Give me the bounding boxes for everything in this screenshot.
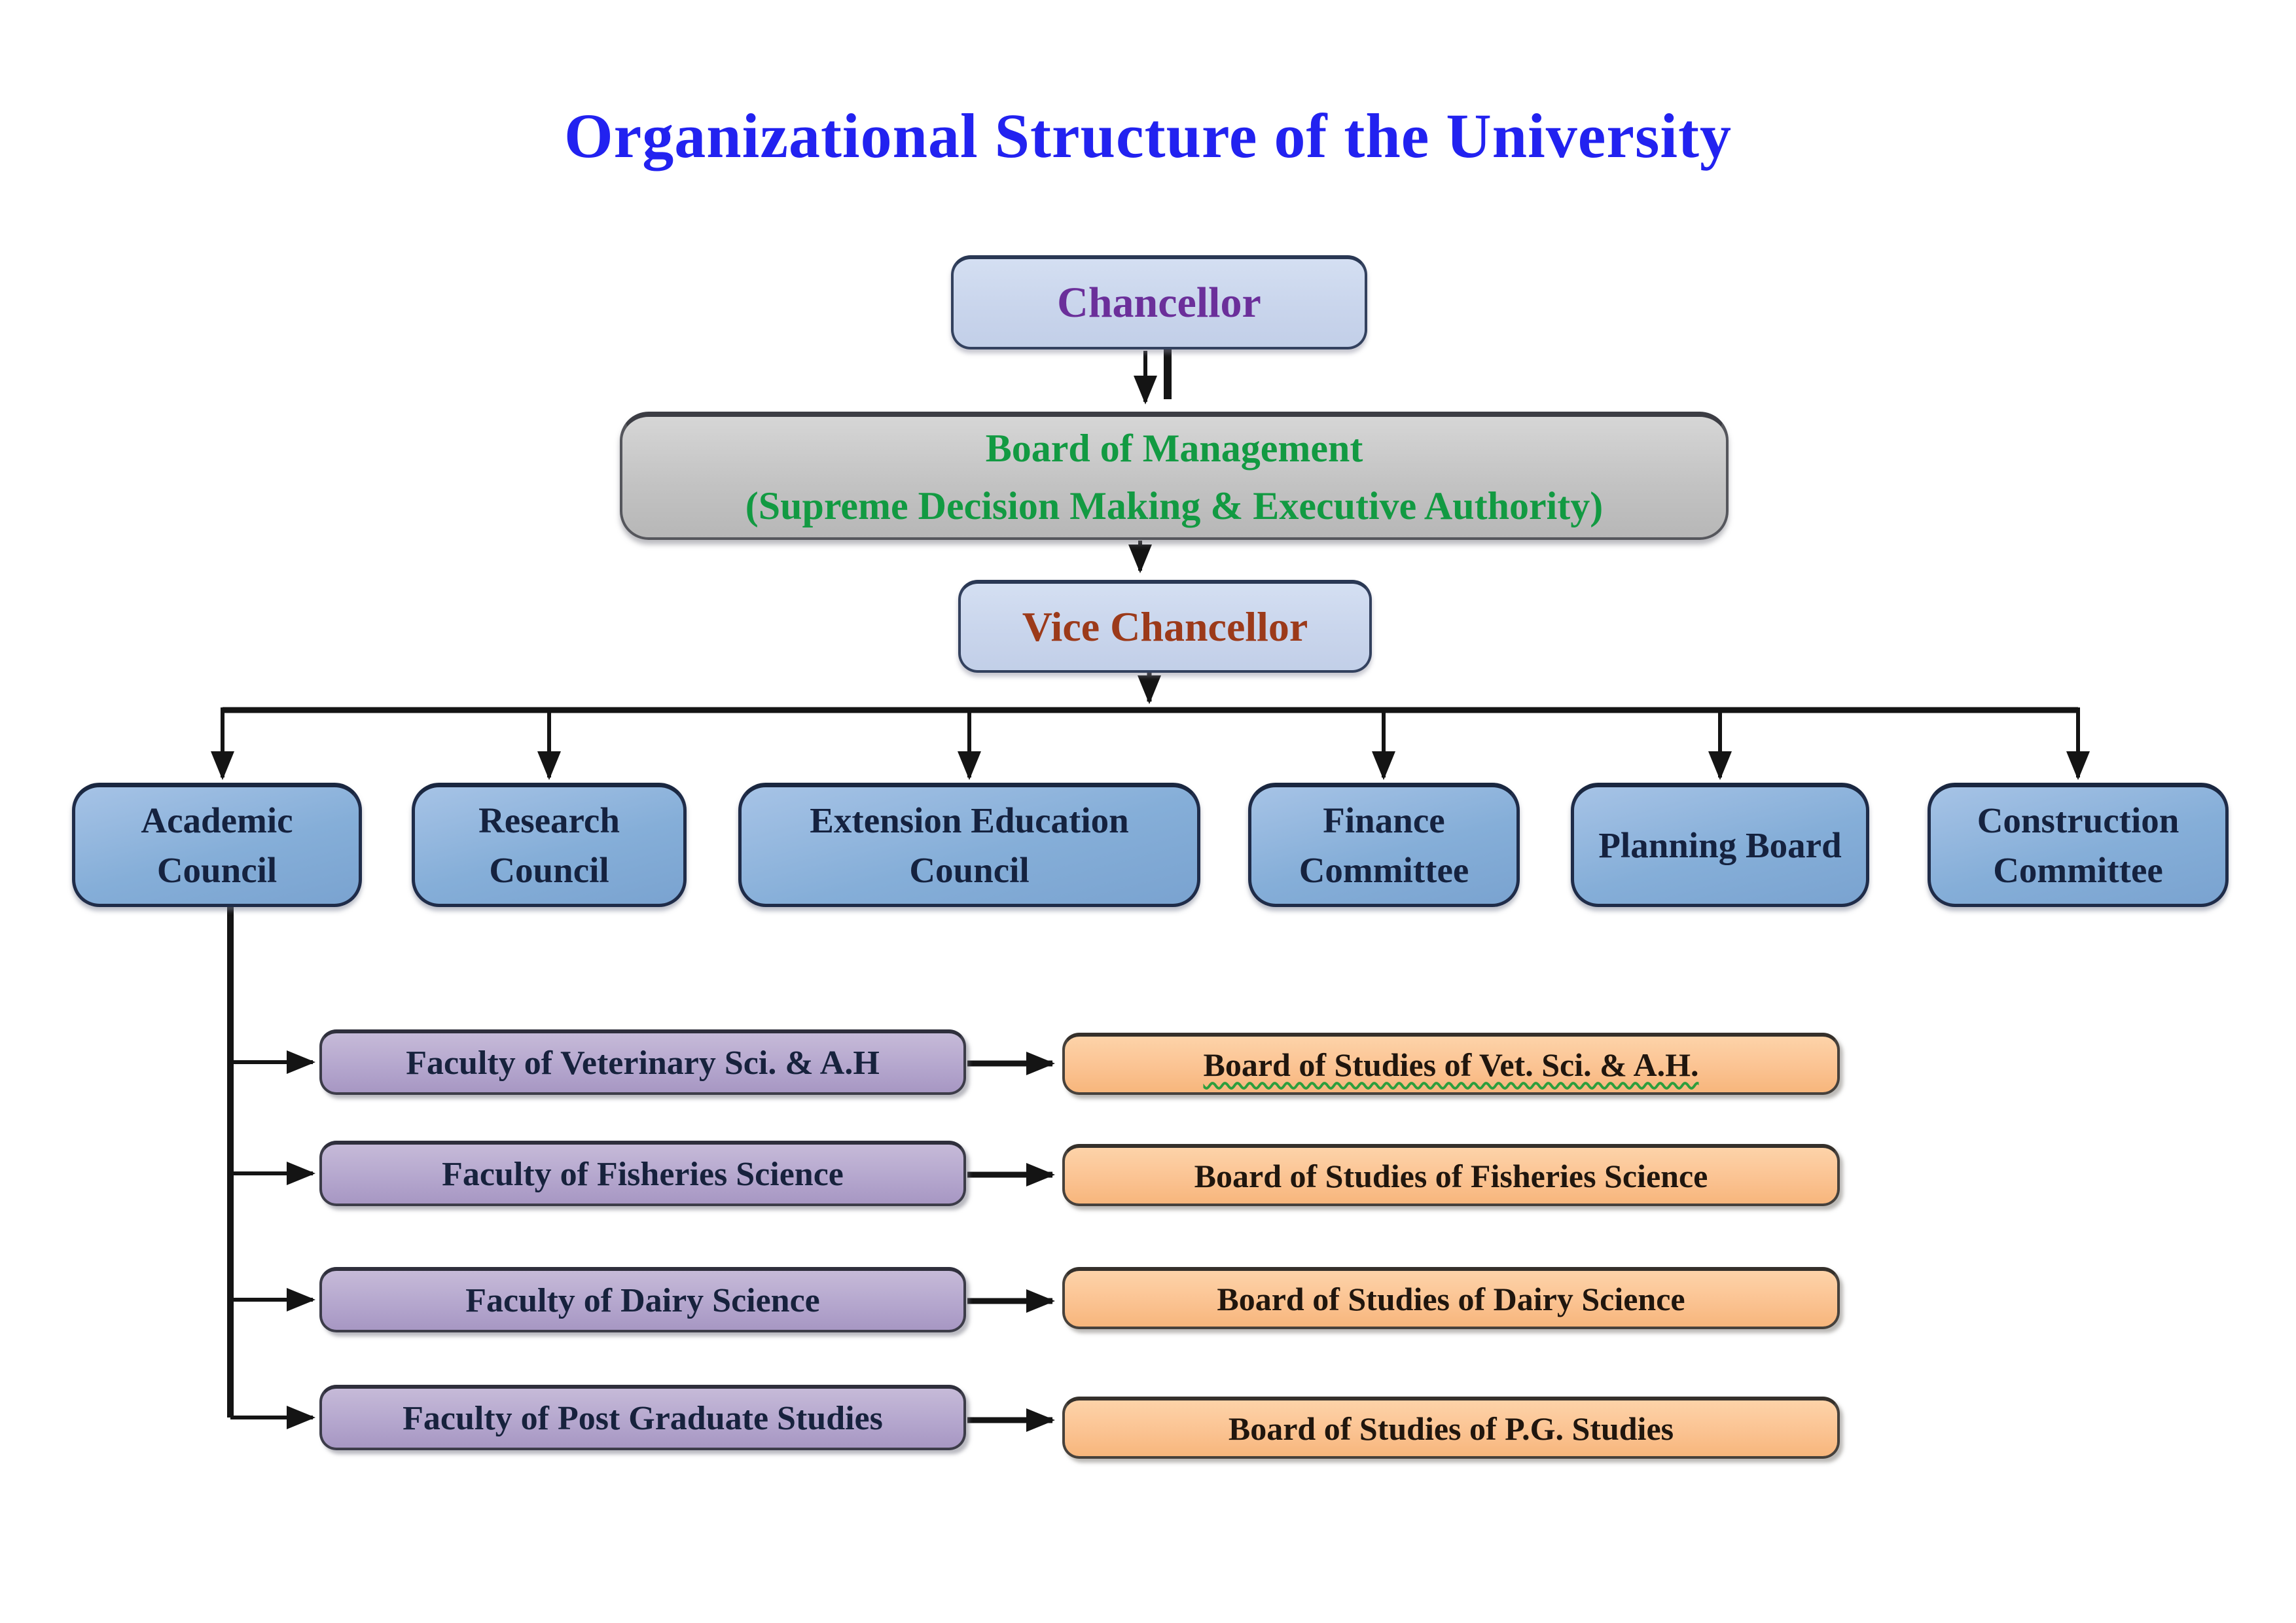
node-board-of-management: Board of Management (Supreme Decision Ma… xyxy=(620,412,1729,540)
faculty-veterinary-label: Faculty of Veterinary Sci. & A.H xyxy=(406,1044,880,1082)
node-academic-council: Academic Council xyxy=(72,783,362,907)
node-finance-committee: Finance Committee xyxy=(1248,783,1520,907)
board-of-management-subtitle: (Supreme Decision Making & Executive Aut… xyxy=(745,484,1604,527)
node-vice-chancellor: Vice Chancellor xyxy=(958,580,1372,673)
extension-education-council-label: Extension Education Council xyxy=(810,800,1129,890)
faculty-dairy-label: Faculty of Dairy Science xyxy=(465,1281,820,1319)
node-bos-post-graduate: Board of Studies of P.G. Studies xyxy=(1062,1397,1840,1459)
faculty-post-graduate-label: Faculty of Post Graduate Studies xyxy=(403,1399,883,1437)
faculty-fisheries-label: Faculty of Fisheries Science xyxy=(442,1155,844,1193)
node-faculty-veterinary: Faculty of Veterinary Sci. & A.H xyxy=(319,1029,966,1095)
research-council-label: Research Council xyxy=(478,800,620,890)
board-of-management-title: Board of Management xyxy=(985,427,1363,470)
bos-post-graduate-label: Board of Studies of P.G. Studies xyxy=(1228,1410,1674,1447)
bos-fisheries-label: Board of Studies of Fisheries Science xyxy=(1194,1157,1708,1194)
construction-committee-label: Construction Committee xyxy=(1977,800,2179,890)
planning-board-label: Planning Board xyxy=(1598,825,1842,865)
node-construction-committee: Construction Committee xyxy=(1928,783,2229,907)
page-title: Organizational Structure of the Universi… xyxy=(564,101,1732,171)
node-faculty-dairy: Faculty of Dairy Science xyxy=(319,1267,966,1332)
node-planning-board: Planning Board xyxy=(1571,783,1869,907)
node-chancellor: Chancellor xyxy=(951,255,1367,349)
vice-chancellor-label: Vice Chancellor xyxy=(1022,603,1308,650)
node-faculty-post-graduate: Faculty of Post Graduate Studies xyxy=(319,1385,966,1450)
bos-veterinary-label: Board of Studies of Vet. Sci. & A.H. xyxy=(1203,1046,1699,1083)
bos-dairy-label: Board of Studies of Dairy Science xyxy=(1217,1280,1685,1317)
node-bos-fisheries: Board of Studies of Fisheries Science xyxy=(1062,1144,1840,1206)
node-extension-education-council: Extension Education Council xyxy=(738,783,1200,907)
chancellor-label: Chancellor xyxy=(1057,279,1261,327)
node-faculty-fisheries: Faculty of Fisheries Science xyxy=(319,1141,966,1206)
node-bos-veterinary: Board of Studies of Vet. Sci. & A.H. xyxy=(1062,1033,1840,1095)
finance-committee-label: Finance Committee xyxy=(1299,800,1469,890)
academic-council-label: Academic Council xyxy=(141,800,293,890)
node-bos-dairy: Board of Studies of Dairy Science xyxy=(1062,1267,1840,1329)
node-research-council: Research Council xyxy=(412,783,687,907)
